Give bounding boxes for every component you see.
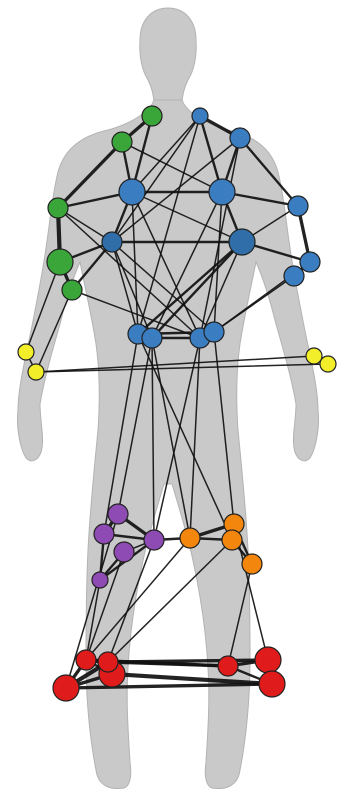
node-right-thigh-o4	[242, 554, 262, 574]
node-right-thigh-o3	[222, 530, 242, 550]
node-torso-b7	[229, 229, 255, 255]
node-hands-y4	[320, 356, 336, 372]
node-left-thigh-p3	[92, 572, 108, 588]
node-shins-r6	[98, 652, 118, 672]
node-torso-b8	[300, 252, 320, 272]
node-torso-b11	[142, 328, 162, 348]
node-left-thigh-p1	[108, 504, 128, 524]
node-hands-y3	[306, 348, 322, 364]
node-left-arm-g1	[142, 106, 162, 126]
node-left-arm-g5	[62, 280, 82, 300]
node-hands-y2	[28, 364, 44, 380]
node-torso-b6	[102, 232, 122, 252]
node-left-arm-g2	[112, 132, 132, 152]
node-shins-r5	[255, 647, 281, 673]
node-left-arm-g4	[47, 249, 73, 275]
node-torso-b13	[204, 322, 224, 342]
node-torso-b2	[230, 128, 250, 148]
node-torso-b3	[119, 179, 145, 205]
node-shins-r1	[76, 650, 96, 670]
node-left-arm-g3	[48, 198, 68, 218]
node-shins-r4	[218, 656, 238, 676]
node-torso-b1	[192, 108, 208, 124]
head-shape	[140, 8, 196, 104]
node-left-thigh-p4	[144, 530, 164, 550]
node-shins-r2	[53, 675, 79, 701]
node-torso-b5	[288, 196, 308, 216]
node-left-thigh-p2	[94, 524, 114, 544]
node-right-thigh-o1	[180, 528, 200, 548]
node-hands-y1	[18, 344, 34, 360]
node-torso-b9	[284, 266, 304, 286]
node-torso-b4	[209, 179, 235, 205]
node-shins-r7	[259, 671, 285, 697]
node-left-thigh-p5	[114, 542, 134, 562]
